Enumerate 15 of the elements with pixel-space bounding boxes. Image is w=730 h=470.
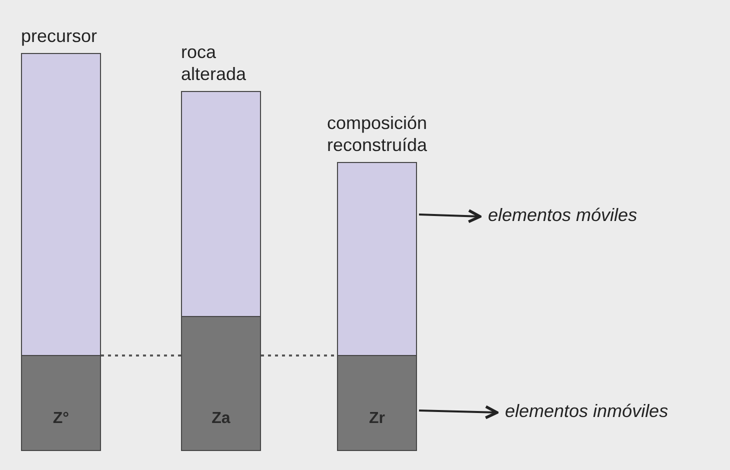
mobile-elements-segment	[181, 91, 261, 317]
immobile-elements-segment: Za	[181, 316, 261, 450]
arrow	[418, 405, 498, 420]
annotation-label: elementos inmóviles	[505, 401, 668, 422]
immobile-elements-segment: Z°	[21, 354, 101, 450]
dotted-reference-line	[261, 354, 337, 356]
column-heading: precursor	[21, 25, 98, 47]
annotation-label: elementos móviles	[488, 205, 638, 226]
dotted-reference-line	[101, 354, 181, 356]
column-heading: composición reconstruída	[326, 112, 428, 156]
column-heading: roca alterada	[181, 41, 248, 85]
immobile-elements-segment: Zr	[337, 354, 417, 450]
mobile-elements-segment	[21, 53, 101, 356]
mobile-elements-segment	[337, 162, 417, 356]
arrow	[418, 209, 482, 224]
